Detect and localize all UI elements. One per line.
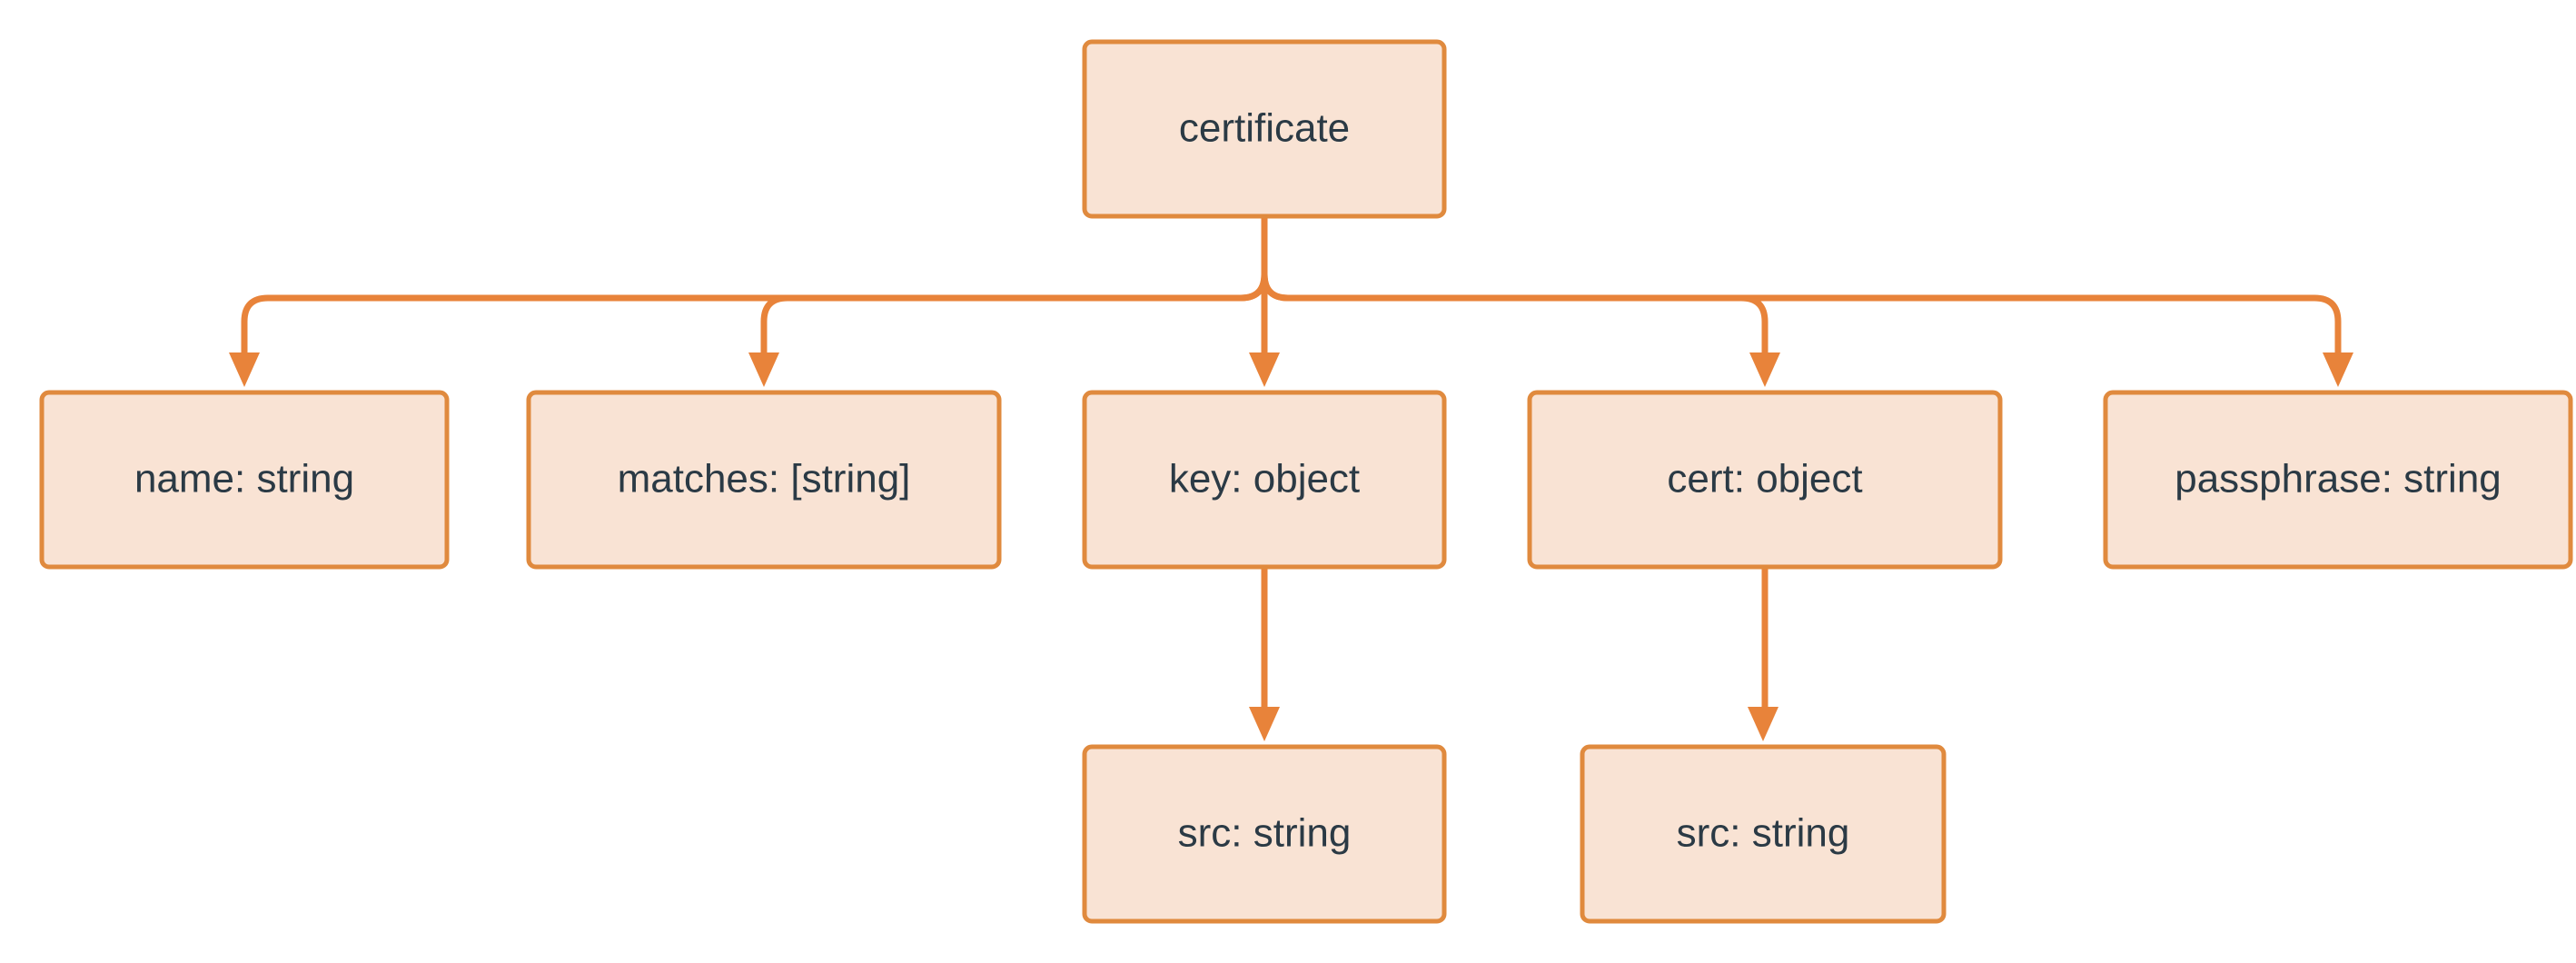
node-label: certificate — [1179, 106, 1350, 151]
node-certificate[interactable]: certificate — [1082, 39, 1447, 219]
edge-certificate-to-name — [229, 216, 1268, 387]
edge-arrowhead — [1249, 352, 1280, 387]
node-name[interactable]: name: string — [39, 390, 450, 570]
node-label: cert: object — [1667, 457, 1862, 501]
edge-arrowhead — [2323, 352, 2353, 387]
node-layer: certificate name: string matches: [string]… — [39, 39, 2573, 924]
edge-layer — [229, 216, 2353, 741]
node-cert[interactable]: cert: object — [1527, 390, 2003, 570]
node-label: matches: [string] — [618, 457, 911, 501]
edge-line — [760, 216, 1268, 352]
edge-line — [1261, 216, 1769, 352]
node-label: passphrase: string — [2175, 457, 2502, 501]
node-box[interactable] — [1082, 39, 1447, 219]
node-label: src: string — [1677, 811, 1850, 856]
node-box[interactable] — [1082, 390, 1447, 570]
edge-cert-to-src — [1748, 567, 1778, 741]
edge-certificate-to-matches — [748, 216, 1268, 387]
edge-arrowhead — [1749, 352, 1780, 387]
edge-certificate-to-cert — [1261, 216, 1780, 387]
node-key[interactable]: key: object — [1082, 390, 1447, 570]
node-passphrase[interactable]: passphrase: string — [2103, 390, 2573, 570]
node-label: key: object — [1169, 457, 1360, 501]
node-box[interactable] — [1527, 390, 2003, 570]
node-label: name: string — [134, 457, 354, 501]
edge-arrowhead — [229, 352, 260, 387]
node-label: src: string — [1178, 811, 1352, 856]
node-cert_src[interactable]: src: string — [1580, 744, 1947, 924]
edge-line — [1261, 216, 2342, 352]
node-box[interactable] — [39, 390, 450, 570]
edge-certificate-to-passphrase — [1261, 216, 2353, 387]
edge-line — [241, 216, 1268, 352]
node-key_src[interactable]: src: string — [1082, 744, 1447, 924]
edge-key-to-src — [1249, 567, 1280, 741]
node-box[interactable] — [526, 390, 1002, 570]
node-matches[interactable]: matches: [string] — [526, 390, 1002, 570]
edge-arrowhead — [1249, 707, 1280, 741]
node-box[interactable] — [1082, 744, 1447, 924]
edge-arrowhead — [748, 352, 779, 387]
node-box[interactable] — [1580, 744, 1947, 924]
node-box[interactable] — [2103, 390, 2573, 570]
edge-arrowhead — [1748, 707, 1778, 741]
